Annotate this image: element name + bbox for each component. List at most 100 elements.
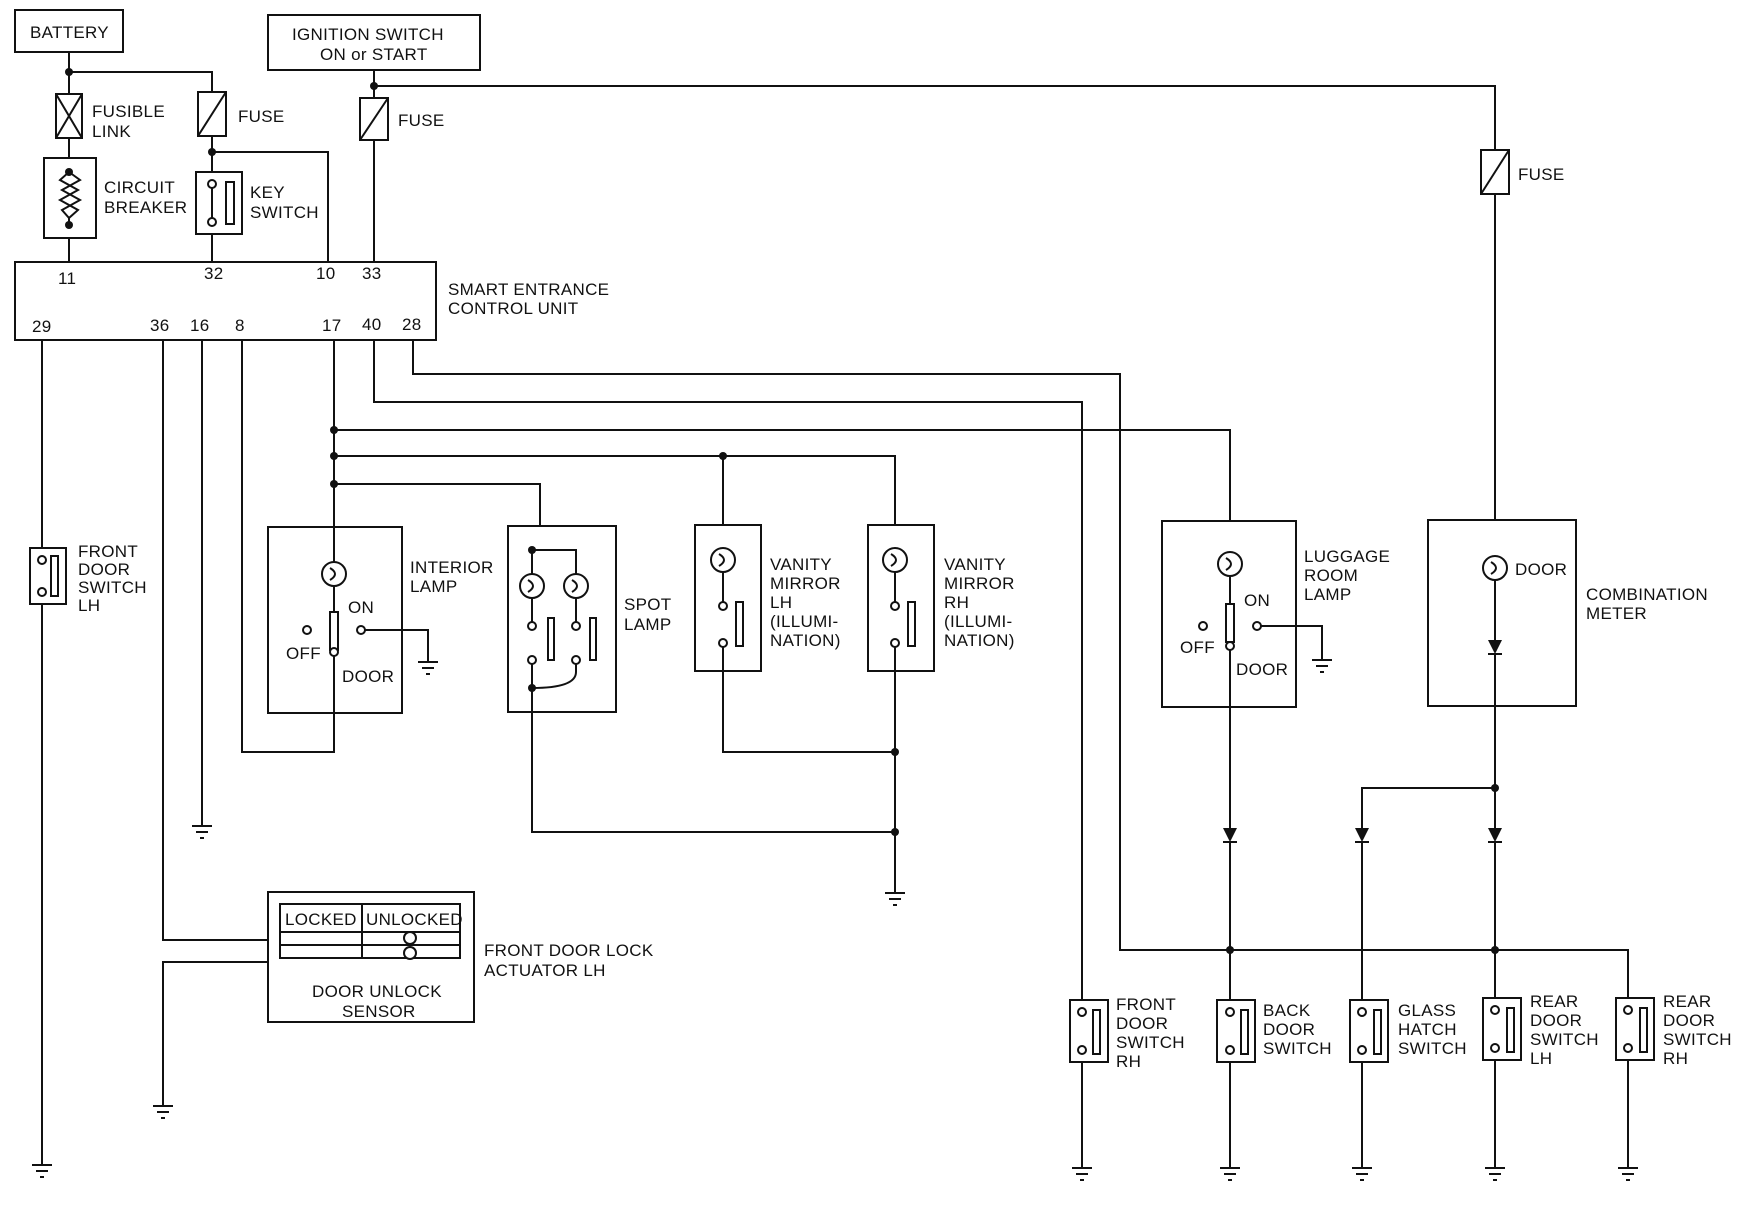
svg-text:LUGGAGE: LUGGAGE [1304,547,1390,566]
ground-icon [1352,1167,1372,1181]
unit-label: SMART ENTRANCE [448,280,609,299]
svg-text:METER: METER [1586,604,1647,623]
svg-text:CIRCUIT: CIRCUIT [104,178,175,197]
pin-28-wire [412,340,1629,1000]
fuse-b: FUSE [359,97,445,141]
rear-door-switch-lh: REAR DOOR SWITCH LH [1482,992,1599,1168]
svg-text:ON: ON [1244,591,1270,610]
luggage-room-lamp: ON OFF DOOR LUGGAGE ROOM LAMP [1161,520,1390,708]
svg-text:(ILLUMI-: (ILLUMI- [944,612,1013,631]
svg-text:LH: LH [78,596,100,615]
svg-text:DOOR: DOOR [342,667,394,686]
svg-text:LAMP: LAMP [410,577,458,596]
front-door-lock-actuator-lh: LOCKED UNLOCKED DOOR UNLOCK SENSOR FRONT… [267,891,654,1023]
ground-icon [1618,1167,1638,1181]
svg-text:LINK: LINK [92,122,131,141]
unlocked-label: UNLOCKED [366,910,463,929]
ground-icon [32,1164,52,1178]
ground-icon [153,1105,173,1119]
pin-10: 10 [316,264,336,283]
svg-text:VANITY: VANITY [770,555,832,574]
svg-text:DOOR UNLOCK: DOOR UNLOCK [312,982,442,1001]
svg-text:NATION): NATION) [944,631,1015,650]
ground-icon [1220,1167,1240,1181]
svg-text:RH: RH [1116,1052,1141,1071]
svg-text:VANITY: VANITY [944,555,1006,574]
svg-text:SWITCH: SWITCH [1663,1030,1732,1049]
battery-wires [65,52,213,94]
svg-text:LAMP: LAMP [1304,585,1352,604]
ground-icon [192,825,212,839]
pin-8: 8 [235,316,245,335]
battery-box: BATTERY [14,9,124,53]
svg-text:FUSE: FUSE [238,107,285,126]
svg-text:SWITCH: SWITCH [250,203,319,222]
svg-text:RH: RH [944,593,969,612]
svg-text:DOOR: DOOR [1530,1011,1582,1030]
pin-17-bus [330,340,1231,556]
vanity-mirror-lh: VANITY MIRROR LH (ILLUMI- NATION) [694,524,895,753]
svg-text:RH: RH [1663,1049,1688,1068]
svg-text:GLASS: GLASS [1398,1001,1456,1020]
svg-text:SWITCH: SWITCH [1116,1033,1185,1052]
fuse-c: FUSE [1480,149,1565,195]
front-door-switch-rh: FRONT DOOR SWITCH RH [1069,995,1185,1168]
locked-label: LOCKED [285,910,357,929]
front-door-switch-lh: FRONT DOOR SWITCH LH [29,340,147,1165]
svg-text:SWITCH: SWITCH [1263,1039,1332,1058]
pin-16: 16 [190,316,210,335]
ignition-state-label: ON or START [320,45,428,64]
svg-text:SWITCH: SWITCH [1530,1030,1599,1049]
ground-icon [1485,1167,1505,1181]
svg-text:SWITCH: SWITCH [1398,1039,1467,1058]
pin-29: 29 [32,317,52,336]
svg-text:FUSE: FUSE [398,111,445,130]
pin-40-wire [373,340,1083,1000]
svg-text:(ILLUMI-: (ILLUMI- [770,612,839,631]
ground-icon [1312,659,1332,673]
svg-text:MIRROR: MIRROR [770,574,841,593]
svg-text:SPOT: SPOT [624,595,672,614]
svg-text:LAMP: LAMP [624,615,672,634]
svg-text:ROOM: ROOM [1304,566,1358,585]
svg-text:NATION): NATION) [770,631,841,650]
interior-lamp: ON OFF DOOR INTERIOR LAMP [241,340,493,753]
svg-text:CONTROL UNIT: CONTROL UNIT [448,299,578,318]
svg-text:REAR: REAR [1663,992,1711,1011]
svg-text:OFF: OFF [286,644,321,663]
circuit-breaker: CIRCUIT BREAKER [43,157,187,239]
pin-28: 28 [402,315,422,334]
back-door-wiring [1223,650,1237,1000]
svg-text:DOOR: DOOR [1236,660,1288,679]
ground-icon [418,661,438,675]
meter-output-wiring [1355,706,1502,1000]
svg-text:DOOR: DOOR [1116,1014,1168,1033]
pin-17: 17 [322,316,342,335]
svg-text:ACTUATOR LH: ACTUATOR LH [484,961,606,980]
fuse-a: FUSE [197,91,285,137]
fuse-a-wires [208,136,329,262]
combination-meter: DOOR COMBINATION METER [1427,519,1708,707]
svg-text:SENSOR: SENSOR [342,1002,416,1021]
svg-text:REAR: REAR [1530,992,1578,1011]
ground-icon [1072,1167,1092,1181]
fusible-link: FUSIBLE LINK [55,93,165,141]
svg-text:HATCH: HATCH [1398,1020,1457,1039]
svg-text:MIRROR: MIRROR [944,574,1015,593]
svg-text:FUSIBLE: FUSIBLE [92,102,165,121]
pin-33: 33 [362,264,382,283]
svg-text:FUSE: FUSE [1518,165,1565,184]
svg-text:OFF: OFF [1180,638,1215,657]
svg-text:DOOR: DOOR [1663,1011,1715,1030]
svg-text:ON: ON [348,598,374,617]
svg-text:FRONT: FRONT [1116,995,1176,1014]
battery-label: BATTERY [30,23,109,42]
svg-text:COMBINATION: COMBINATION [1586,585,1708,604]
ignition-switch-box: IGNITION SWITCH ON or START [267,14,481,71]
svg-text:BREAKER: BREAKER [104,198,187,217]
pin-36: 36 [150,316,170,335]
back-door-switch: BACK DOOR SWITCH [1216,999,1332,1168]
key-switch: KEY SWITCH [195,171,319,235]
svg-text:LH: LH [770,593,792,612]
